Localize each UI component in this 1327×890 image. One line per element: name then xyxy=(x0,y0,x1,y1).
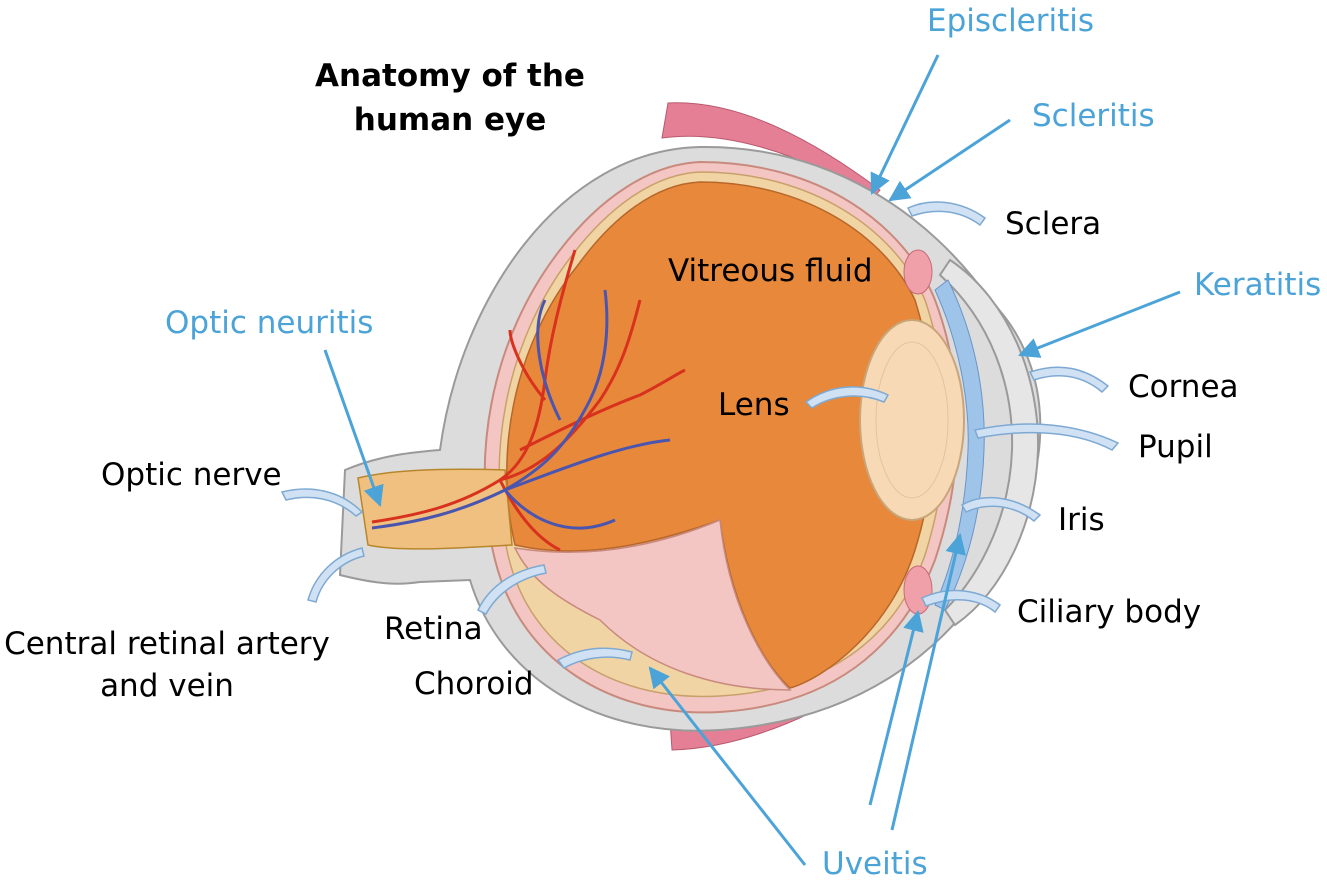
label-optic-neuritis: Optic neuritis xyxy=(165,305,374,341)
ciliary-body-top xyxy=(903,249,933,295)
label-retina: Retina xyxy=(384,611,483,647)
lens-inner xyxy=(875,341,949,499)
condition-arrows xyxy=(323,54,1181,866)
label-keratitis: Keratitis xyxy=(1194,267,1322,303)
label-pupil: Pupil xyxy=(1138,429,1213,465)
label-choroid: Choroid xyxy=(414,666,534,702)
anatomy-pointers xyxy=(280,201,1120,669)
retina-fold xyxy=(513,518,792,691)
title-line-2: human eye xyxy=(353,102,547,138)
label-central-retinal-line1: Central retinal artery xyxy=(4,626,330,662)
page-title: Anatomy of the human eye xyxy=(275,54,625,142)
iris-shape xyxy=(934,279,985,611)
label-sclera: Sclera xyxy=(1005,206,1102,242)
label-uveitis: Uveitis xyxy=(822,846,928,882)
cornea-shape xyxy=(938,258,1040,627)
label-ciliary-body: Ciliary body xyxy=(1017,594,1202,630)
label-lens: Lens xyxy=(718,387,790,423)
label-scleritis: Scleritis xyxy=(1032,98,1155,134)
label-central-retinal-line2: and vein xyxy=(100,668,234,704)
label-episcleritis: Episcleritis xyxy=(927,3,1095,39)
ciliary-body-bottom xyxy=(903,565,933,615)
label-cornea: Cornea xyxy=(1128,369,1239,405)
title-line-1: Anatomy of the xyxy=(315,58,585,94)
label-iris: Iris xyxy=(1058,502,1105,538)
label-optic-nerve: Optic nerve xyxy=(101,457,282,493)
lens-shape xyxy=(859,319,965,521)
retinal-vessels xyxy=(371,249,686,552)
label-vitreous-fluid: Vitreous fluid xyxy=(668,253,873,289)
